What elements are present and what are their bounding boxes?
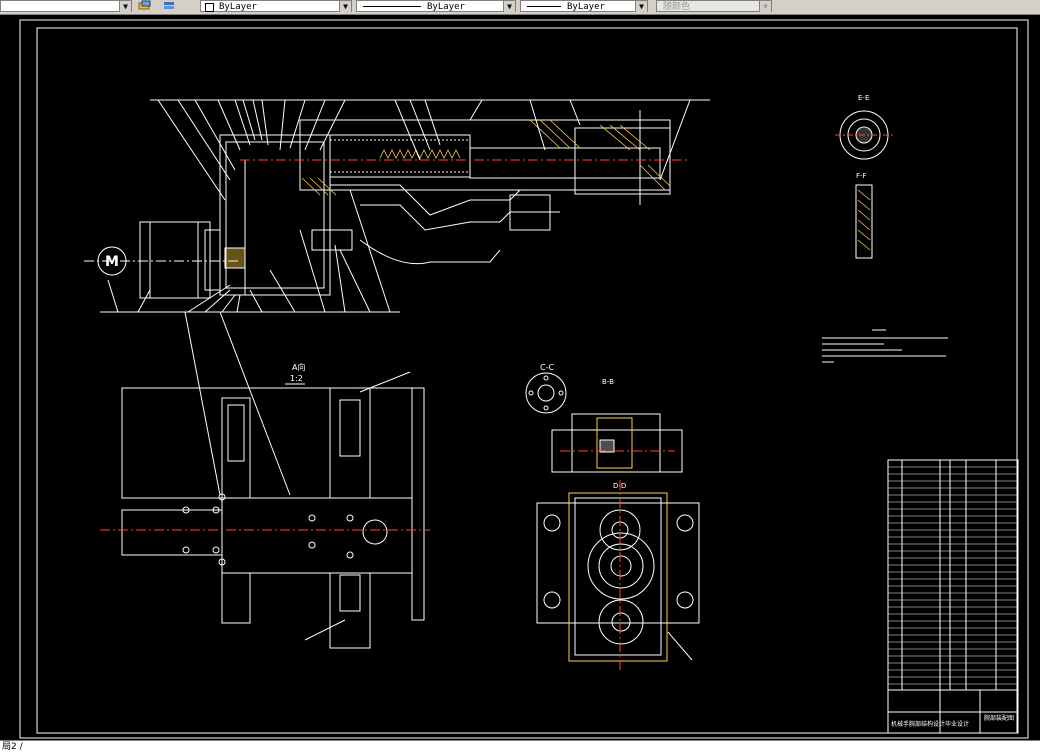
title-block-drawing-name: 腕部装配图 <box>984 714 1014 722</box>
linetype-combo-value: ByLayer <box>427 2 465 12</box>
drawing-canvas[interactable]: M A向 1:2 <box>0 14 1040 740</box>
color-combo[interactable]: ByLayer ▼ <box>200 0 352 12</box>
lineweight-combo-value: ByLayer <box>567 2 605 12</box>
view-f: F-F <box>855 172 873 259</box>
title-block-title: 机械手腕部结构设计 <box>891 720 945 728</box>
chevron-down-icon[interactable]: ▼ <box>119 1 131 12</box>
chevron-down-icon: ▼ <box>759 1 771 12</box>
layer-combo[interactable]: ▼ <box>0 0 132 12</box>
view-f-label: F-F <box>856 172 867 180</box>
layer-state-icon[interactable] <box>138 0 152 12</box>
chevron-down-icon[interactable]: ▼ <box>339 1 351 12</box>
color-combo-value: ByLayer <box>219 2 257 12</box>
title-block-school: 毕业设计 <box>945 720 969 728</box>
color-swatch-icon <box>205 3 214 12</box>
view-a-label: A向 <box>292 362 305 372</box>
plotstyle-combo: 随颜色 ▼ <box>656 0 772 12</box>
linetype-sample <box>363 6 421 7</box>
view-e-label: E-E <box>858 94 869 102</box>
technical-notes <box>822 329 948 363</box>
properties-toolbar: ▼ ByLayer ▼ ByLayer ▼ ByLayer ▼ 随颜色 ▼ <box>0 0 1040 15</box>
view-a: A向 1:2 <box>100 311 430 649</box>
view-c: C-C <box>525 363 567 414</box>
chevron-down-icon[interactable]: ▼ <box>503 1 515 12</box>
motor-label: M <box>105 254 119 270</box>
title-block: 机械手腕部结构设计 毕业设计 腕部装配图 <box>887 459 1019 734</box>
linetype-combo[interactable]: ByLayer ▼ <box>356 0 516 12</box>
view-d: D-D <box>536 480 700 670</box>
main-assembly-view: M <box>84 99 710 313</box>
view-a-scale: 1:2 <box>290 374 303 383</box>
view-e: E-E <box>835 94 893 160</box>
command-line[interactable]: 局2 / <box>0 740 1040 753</box>
command-line-text: 局2 / <box>2 742 23 752</box>
sheet-border <box>19 19 1029 739</box>
lineweight-sample <box>527 6 561 7</box>
view-c-label: C-C <box>540 363 554 372</box>
layer-previous-icon[interactable] <box>162 0 176 12</box>
view-b-label: B-B <box>602 378 614 386</box>
plotstyle-combo-value: 随颜色 <box>663 2 691 12</box>
chevron-down-icon[interactable]: ▼ <box>635 1 647 12</box>
view-b: B-B <box>551 378 683 473</box>
drawing-frame <box>36 27 1018 734</box>
lineweight-combo[interactable]: ByLayer ▼ <box>520 0 648 12</box>
